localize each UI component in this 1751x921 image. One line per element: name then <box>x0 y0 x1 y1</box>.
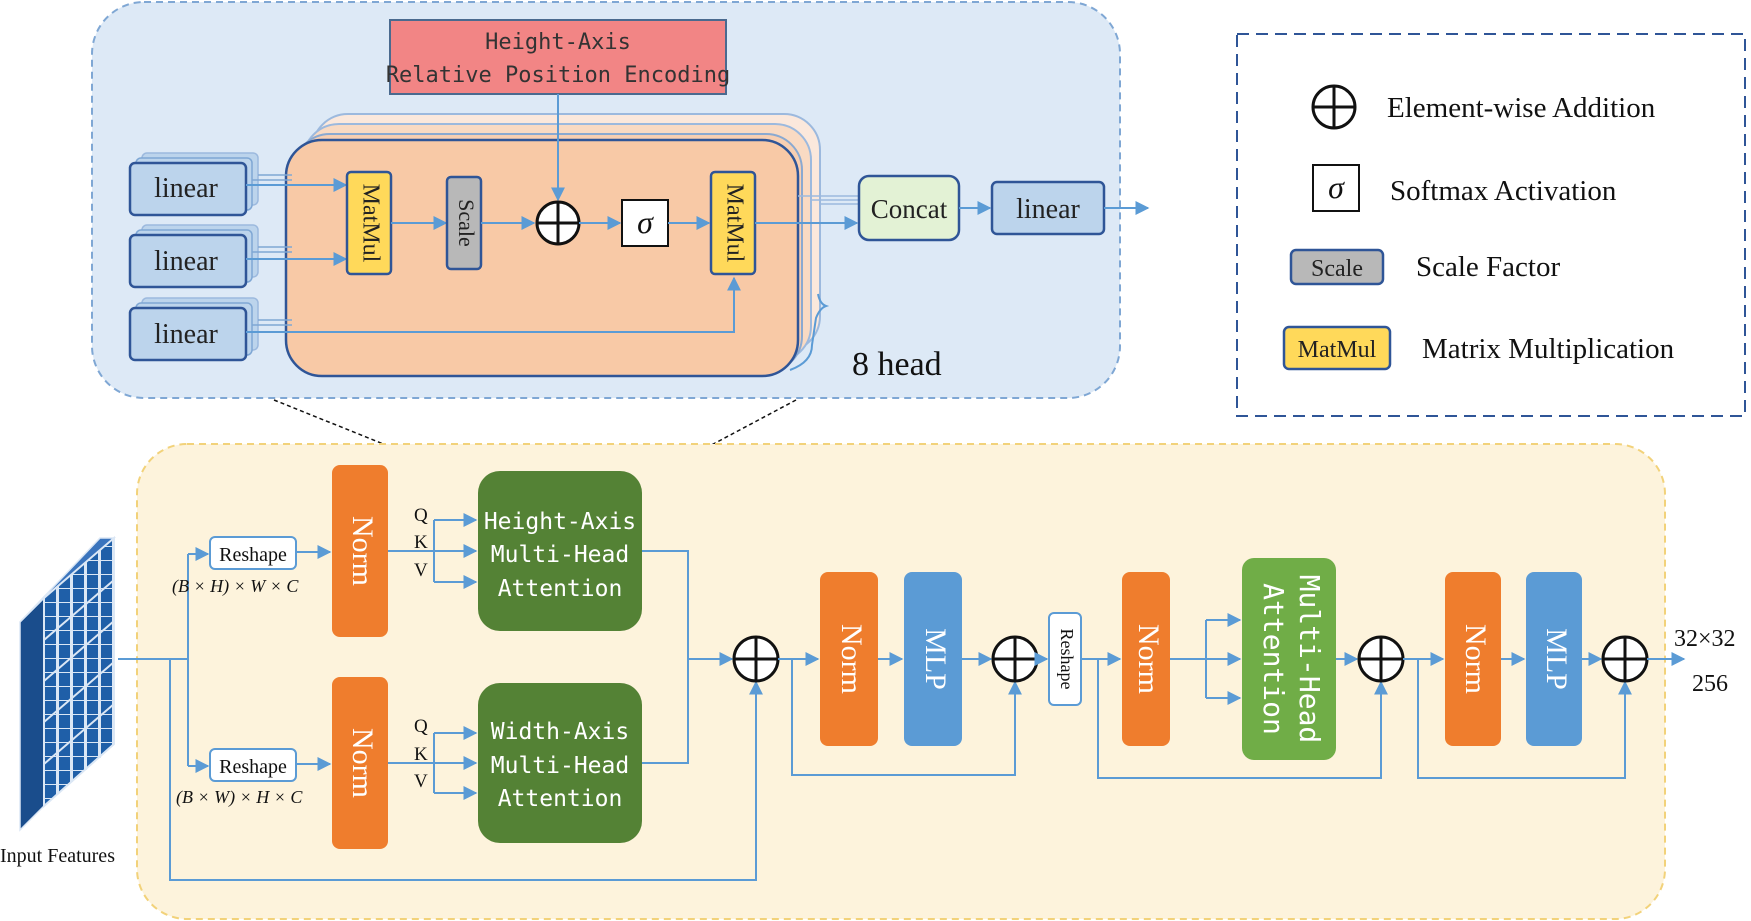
encoding-line2: Relative Position Encoding <box>386 63 730 88</box>
softmax-box: σ <box>621 199 669 247</box>
width-attn-line3: Attention <box>498 786 623 812</box>
matmul-1-label: MatMul <box>357 184 383 263</box>
norm-height-label: Norm <box>346 516 379 586</box>
output-size: 32×32 <box>1674 626 1736 652</box>
legend-softmax-label: Softmax Activation <box>1390 175 1617 207</box>
reshape-middle-label: Reshape <box>1057 629 1077 690</box>
height-attn-line1: Height-Axis <box>484 509 636 535</box>
linear-output-lines <box>252 174 292 326</box>
reshape-height-label: Reshape <box>219 544 287 566</box>
multi-head-attention: Multi-Head Attention <box>1242 558 1336 760</box>
v-width: V <box>414 771 428 792</box>
legend-matmul: MatMul Matrix Multiplication <box>1282 325 1675 371</box>
norm-width-branch: Norm <box>332 677 388 849</box>
scale-box: Scale <box>445 175 483 271</box>
legend-addition-label: Element-wise Addition <box>1387 92 1656 124</box>
linear-output: linear <box>990 180 1106 236</box>
heads-brace <box>789 293 830 371</box>
matmul-2-label: MatMul <box>721 184 747 263</box>
norm-2-label: Norm <box>835 624 868 694</box>
addition-op-3 <box>1357 635 1405 683</box>
height-axis-attention: Height-Axis Multi-Head Attention <box>478 471 642 631</box>
legend-scale-label: Scale Factor <box>1416 251 1560 283</box>
matmul-1: MatMul <box>345 170 393 276</box>
output-channels: 256 <box>1692 671 1728 697</box>
v-height: V <box>414 560 428 581</box>
addition-op-top <box>535 200 581 246</box>
k-height: K <box>414 532 428 553</box>
norm-height-branch: Norm <box>332 465 388 637</box>
qkv-height-lines <box>388 513 478 589</box>
linear-k-label: linear <box>154 246 218 277</box>
attention-merge-lines <box>642 550 734 764</box>
legend-addition: Element-wise Addition <box>1311 84 1656 130</box>
heads-count: 8 head <box>852 346 942 383</box>
norm-width-label: Norm <box>346 728 379 798</box>
input-features-cube <box>19 535 117 832</box>
mha-line2: Attention <box>1257 583 1290 735</box>
legend-matmul-box-label: MatMul <box>1298 337 1377 363</box>
legend-softmax-symbol: σ <box>1328 169 1345 205</box>
reshape-width-dims: (B × W) × H × C <box>176 787 303 808</box>
reshape-height: Reshape <box>209 536 297 570</box>
concat-label: Concat <box>871 194 948 224</box>
relative-position-encoding-box: Height-Axis Relative Position Encoding <box>386 19 730 95</box>
mlp-2: MLP <box>1526 572 1582 746</box>
mlp-2-label: MLP <box>1540 628 1573 690</box>
mha-line1: Multi-Head <box>1293 575 1326 744</box>
addition-op-1 <box>732 635 780 683</box>
norm-4-label: Norm <box>1459 624 1492 694</box>
k-width: K <box>414 744 428 765</box>
qkv-width-lines <box>388 726 478 800</box>
linear-v: linear <box>128 297 259 362</box>
legend-matmul-label: Matrix Multiplication <box>1422 333 1675 365</box>
concat-box: Concat <box>857 174 961 242</box>
reshape-height-dims: (B × H) × W × C <box>172 576 299 597</box>
mlp-1-label: MLP <box>919 628 952 690</box>
linear-output-label: linear <box>1016 194 1080 225</box>
linear-q-label: linear <box>154 173 218 204</box>
legend-softmax: σ Softmax Activation <box>1312 164 1617 212</box>
addition-op-2 <box>991 635 1039 683</box>
norm-4: Norm <box>1445 572 1501 746</box>
height-attn-line2: Multi-Head <box>491 542 629 568</box>
norm-3: Norm <box>1122 572 1170 746</box>
height-attn-line3: Attention <box>498 576 623 602</box>
softmax-symbol: σ <box>637 204 654 240</box>
q-width: Q <box>414 716 428 737</box>
reshape-middle: Reshape <box>1048 612 1082 706</box>
mlp-1: MLP <box>904 572 962 746</box>
q-height: Q <box>414 505 428 526</box>
addition-op-4 <box>1601 635 1649 683</box>
linear-v-label: linear <box>154 319 218 350</box>
encoding-line1: Height-Axis <box>485 30 631 55</box>
legend-scale: Scale Scale Factor <box>1289 248 1560 286</box>
matmul-2: MatMul <box>709 170 757 276</box>
norm-2: Norm <box>820 572 878 746</box>
width-attn-line1: Width-Axis <box>491 719 629 745</box>
scale-label: Scale <box>454 199 479 247</box>
legend-scale-box-label: Scale <box>1311 256 1363 282</box>
norm-3-label: Norm <box>1132 624 1165 694</box>
input-features-label: Input Features <box>0 845 115 867</box>
reshape-width-label: Reshape <box>219 756 287 778</box>
width-axis-attention: Width-Axis Multi-Head Attention <box>478 683 642 843</box>
mha-input-lines <box>1170 613 1242 705</box>
width-attn-line2: Multi-Head <box>491 753 629 779</box>
linear-k: linear <box>128 224 259 289</box>
linear-q: linear <box>128 152 259 217</box>
input-branch-lines <box>118 547 763 881</box>
reshape-width: Reshape <box>209 748 297 782</box>
